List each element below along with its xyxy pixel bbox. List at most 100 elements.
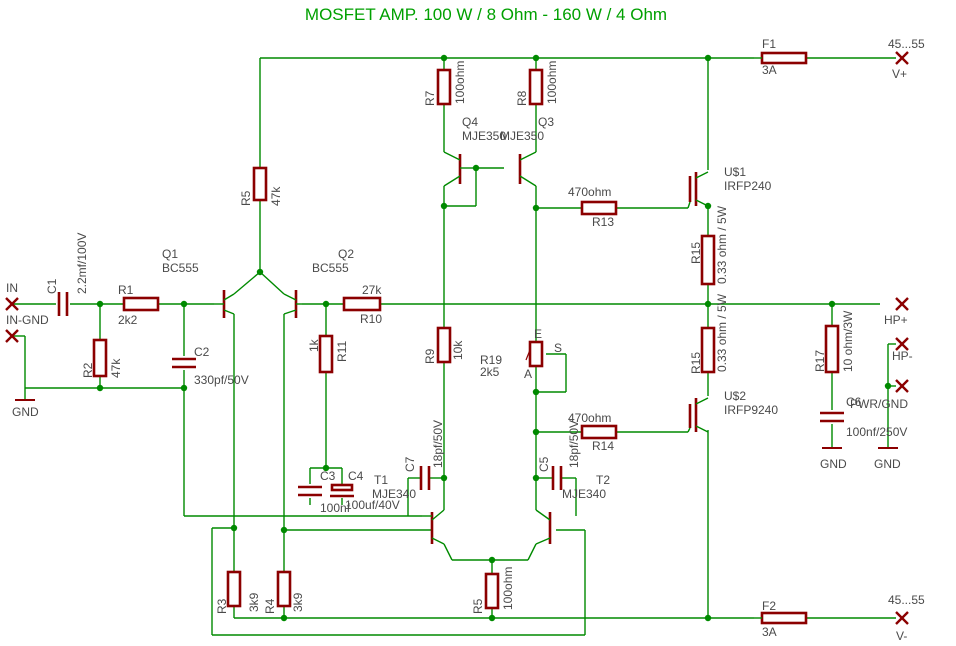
fuse-f1[interactable]	[760, 51, 808, 65]
resistor-r13[interactable]	[580, 200, 618, 216]
label-r13-value: 470ohm	[568, 185, 611, 199]
label-t2: T2	[596, 473, 610, 487]
label-f1: F1	[762, 37, 776, 51]
transistor-q3[interactable]	[518, 151, 537, 187]
resistor-r10[interactable]	[342, 296, 382, 312]
capacitor-c2[interactable]	[172, 357, 196, 369]
label-pwr-gnd: PWR/GND	[850, 397, 908, 411]
label-r5: R5	[239, 190, 253, 206]
label-pot-a: A	[524, 367, 532, 381]
label-r7-value: 100ohm	[453, 61, 467, 104]
label-c2: C2	[194, 345, 210, 359]
label-q3-value: MJE350	[500, 129, 544, 143]
label-r7: R7	[423, 90, 437, 106]
label-r9: R9	[423, 348, 437, 364]
transistor-q4[interactable]	[443, 151, 476, 187]
capacitor-c6[interactable]	[820, 411, 844, 423]
label-r1-value: 2k2	[118, 313, 138, 327]
resistor-r8[interactable]	[528, 68, 544, 106]
mosfet-us1[interactable]	[687, 171, 709, 209]
label-vplus: V+	[892, 67, 907, 81]
label-in-gnd: IN-GND	[6, 313, 49, 327]
capacitor-c7[interactable]	[419, 466, 431, 490]
capacitor-c4[interactable]	[330, 483, 354, 498]
resistor-r4[interactable]	[276, 570, 292, 608]
label-r2: R2	[81, 362, 95, 378]
label-r15-lower-value: 0.33 ohm / 5W	[715, 293, 729, 372]
transistor-t2[interactable]	[535, 509, 552, 545]
label-pot-e: E	[534, 327, 542, 341]
label-r4: R4	[263, 598, 277, 614]
resistor-r1[interactable]	[122, 296, 160, 312]
label-r15-upper: R15	[689, 242, 703, 264]
label-r19: R19	[480, 353, 502, 367]
transistor-q2[interactable]	[283, 290, 302, 318]
label-vplus-range: 45...55	[888, 37, 925, 51]
label-c3: C3	[320, 469, 336, 483]
label-r14: R14	[592, 439, 614, 453]
label-r17-value: 10 ohm/3W	[841, 310, 855, 372]
label-vminus: V-	[896, 629, 907, 643]
resistor-r2[interactable]	[92, 338, 108, 378]
label-c7-value: 18pf/50V	[431, 420, 445, 468]
label-us2: U$2	[724, 389, 746, 403]
connector-marks	[5, 51, 909, 625]
label-hp-plus: HP+	[884, 313, 908, 327]
resistor-r5-100ohm[interactable]	[484, 572, 500, 610]
resistor-r17[interactable]	[824, 324, 840, 374]
label-c7: C7	[403, 456, 417, 472]
label-r10: R10	[360, 312, 382, 326]
resistor-r11[interactable]	[318, 334, 334, 374]
label-c4: C4	[348, 469, 364, 483]
label-vminus-range: 45...55	[888, 593, 925, 607]
resistor-r15-upper[interactable]	[700, 234, 716, 286]
label-c4-value: 100uf/40V	[345, 498, 400, 512]
label-t1: T1	[374, 473, 388, 487]
label-q3: Q3	[538, 115, 554, 129]
label-gnd-c6: GND	[820, 457, 847, 471]
junction-dots	[96, 54, 892, 622]
label-f2-value: 3A	[762, 625, 777, 639]
potentiometer-r19[interactable]	[525, 340, 544, 368]
label-r5-value: 47k	[269, 186, 283, 206]
transistor-q1[interactable]	[214, 290, 235, 318]
label-us2-value: IRFP9240	[724, 403, 778, 417]
resistor-r15-lower[interactable]	[700, 326, 716, 374]
label-t1-value: MJE340	[372, 487, 416, 501]
label-q4-value: MJE350	[462, 129, 506, 143]
label-in: IN	[6, 281, 18, 295]
label-r11: R11	[335, 341, 349, 362]
label-us1: U$1	[724, 165, 746, 179]
capacitor-c1[interactable]	[57, 292, 69, 316]
capacitor-c3[interactable]	[298, 485, 322, 497]
label-c3-value: 100nf	[320, 501, 351, 515]
component-labels: IN IN-GND GND C1 2.2mf/100V R1 2k2 R2 47…	[6, 37, 925, 643]
mosfet-us2[interactable]	[687, 397, 709, 433]
label-c1-value: 2.2mf/100V	[75, 233, 89, 294]
label-gnd-input: GND	[12, 405, 39, 419]
label-r8: R8	[515, 90, 529, 106]
resistor-r14[interactable]	[580, 424, 618, 440]
label-r1: R1	[118, 283, 134, 297]
resistor-r9[interactable]	[436, 326, 452, 364]
label-r13: R13	[592, 215, 614, 229]
label-r2-value: 47k	[109, 358, 123, 378]
resistor-r5[interactable]	[252, 166, 268, 202]
resistor-r3[interactable]	[226, 570, 242, 608]
fuse-f2[interactable]	[760, 611, 808, 625]
label-r4-value: 3k9	[291, 592, 305, 612]
resistor-r7[interactable]	[436, 68, 452, 106]
label-r14-value: 470ohm	[568, 411, 611, 425]
label-us1-value: IRFP240	[724, 179, 772, 193]
label-r15-lower: R15	[689, 352, 703, 374]
label-c6: C6	[846, 395, 862, 409]
ground-symbols	[15, 399, 898, 449]
transistor-t1[interactable]	[422, 509, 445, 545]
label-r17: R17	[813, 350, 827, 372]
label-r9-value: 10k	[451, 340, 465, 360]
label-r15-upper-value: 0.33 ohm / 5W	[715, 205, 729, 284]
capacitor-c5[interactable]	[551, 466, 563, 490]
label-gnd-pwr: GND	[874, 457, 901, 471]
label-pot-s: S	[554, 341, 562, 355]
